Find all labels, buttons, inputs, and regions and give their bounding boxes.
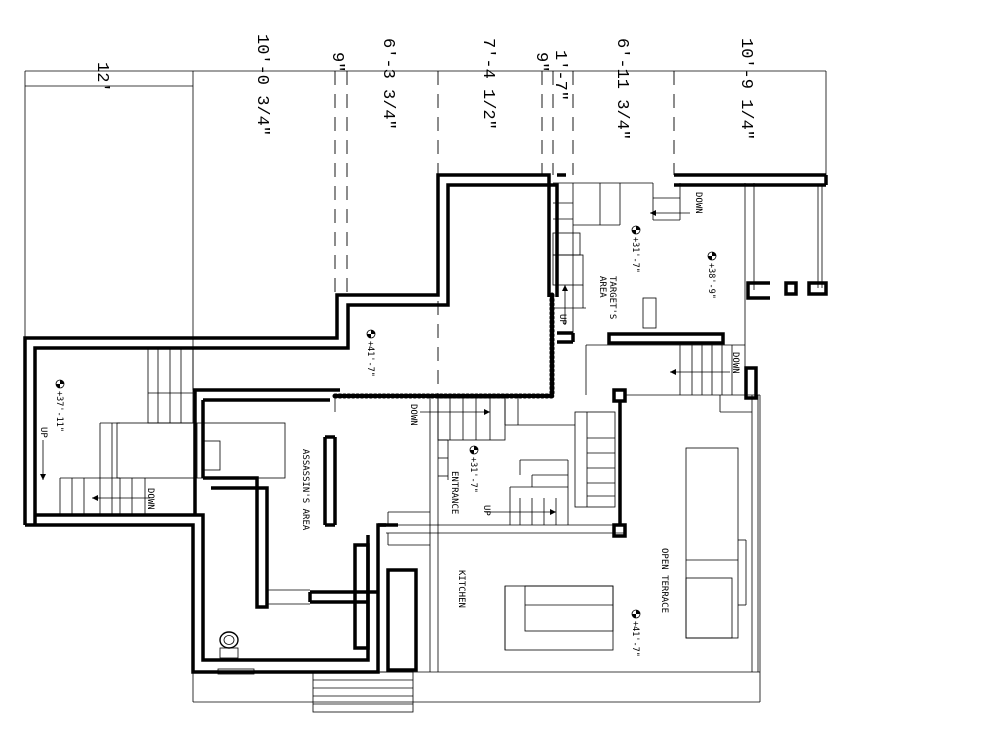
level-label-top-right: +38'-9" (706, 263, 716, 299)
dim-7ft4: 7'-4 1/2" (478, 38, 497, 130)
level-marker-icon (55, 225, 717, 619)
dim-10ft: 10'-0 3/4" (252, 34, 271, 136)
dim-6ft11: 6'-11 3/4" (612, 38, 631, 140)
dim-12ft: 12' (92, 62, 111, 93)
stair-label-down-entrance: DOWN (408, 404, 418, 426)
toilet-icon (219, 631, 239, 659)
stair-label-down-right-mid: DOWN (730, 352, 740, 374)
stair-arrows (40, 210, 730, 515)
level-label-entrance: +31'-7" (468, 457, 478, 493)
dim-10ft9: 10'-9 1/4" (736, 38, 755, 140)
stairs-left (59, 347, 286, 515)
room-label-targets-area-2: AREA (597, 276, 607, 298)
stair-label-up-center: UP (557, 314, 567, 325)
stairs-right-mid (679, 345, 733, 395)
dim-6ft3: 6'-3 3/4" (378, 38, 397, 130)
stair-label-down-top: DOWN (693, 192, 703, 214)
stair-label-up-entrance: UP (481, 505, 491, 516)
dim-1ft7: 1'-7" (550, 50, 569, 101)
room-label-targets-area-1: TARGET'S (607, 276, 617, 319)
terrace-furniture (685, 447, 747, 639)
dim-9in-a: 9" (327, 52, 346, 72)
level-label-target: +31'-7" (630, 237, 640, 273)
dotted-partition (332, 292, 555, 399)
stairs-entrance (437, 397, 616, 525)
kitchen-counters (504, 585, 614, 651)
stair-label-up-left: UP (38, 427, 48, 438)
level-label-left: +37'-11" (54, 391, 64, 432)
dim-9in-b: 9" (531, 52, 550, 72)
level-label-center: +41'-7" (365, 341, 375, 377)
entry-steps (217, 668, 414, 713)
room-label-entrance: ENTRANCE (449, 471, 459, 514)
walls (23, 173, 828, 674)
level-label-terrace: +41'-7" (630, 621, 640, 657)
thin-outlines (25, 183, 823, 703)
room-label-open-terrace: OPEN TERRACE (659, 548, 669, 613)
stair-label-down-left: DOWN (145, 488, 155, 510)
room-label-assassins-area: ASSASSIN'S AREA (300, 449, 310, 531)
room-label-kitchen: KITCHEN (456, 570, 466, 608)
